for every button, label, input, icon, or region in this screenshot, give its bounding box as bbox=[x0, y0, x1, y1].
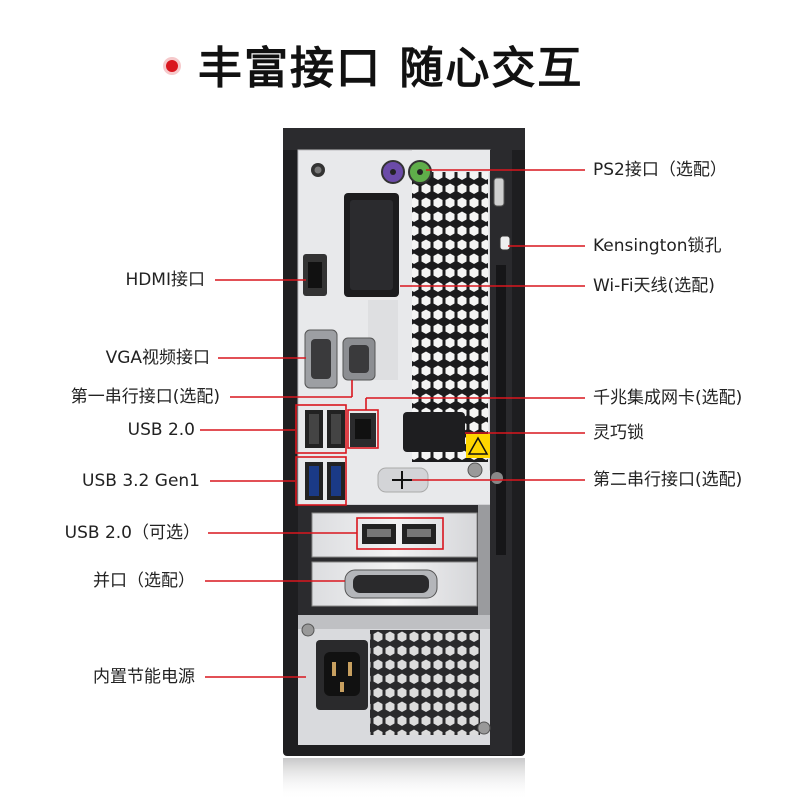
highlight-usb20-opt bbox=[356, 517, 444, 550]
page-title: 丰富接口 随心交互 bbox=[198, 43, 584, 94]
title-row: 丰富接口 随心交互 bbox=[0, 18, 800, 98]
label-kensington: Kensington锁孔 bbox=[593, 236, 722, 256]
label-usb20: USB 2.0 bbox=[127, 420, 195, 440]
smart-lock bbox=[403, 412, 465, 452]
label-serial1: 第一串行接口(选配) bbox=[70, 387, 220, 407]
floor-reflection bbox=[283, 758, 525, 800]
label-usb32: USB 3.2 Gen1 bbox=[82, 471, 200, 491]
label-usb20-optional: USB 2.0（可选） bbox=[64, 523, 200, 543]
bullet-dot-icon bbox=[166, 60, 178, 72]
label-psu: 内置节能电源 bbox=[93, 667, 195, 687]
label-serial2: 第二串行接口(选配) bbox=[593, 470, 743, 490]
highlight-usb20 bbox=[295, 404, 347, 454]
highlight-usb32 bbox=[295, 456, 347, 506]
label-parallel: 并口（选配） bbox=[93, 571, 195, 591]
label-lock: 灵巧锁 bbox=[593, 423, 644, 443]
kensington-slot-icon bbox=[499, 235, 511, 251]
psu-fan-grille bbox=[370, 630, 480, 735]
label-vga: VGA视频接口 bbox=[105, 348, 210, 368]
label-hdmi: HDMI接口 bbox=[125, 270, 205, 290]
label-lan: 千兆集成网卡(选配) bbox=[593, 388, 743, 408]
label-wifi: Wi-Fi天线(选配) bbox=[593, 276, 715, 296]
highlight-lan bbox=[347, 409, 379, 449]
screw bbox=[467, 462, 483, 478]
label-ps2: PS2接口（选配） bbox=[593, 160, 727, 180]
